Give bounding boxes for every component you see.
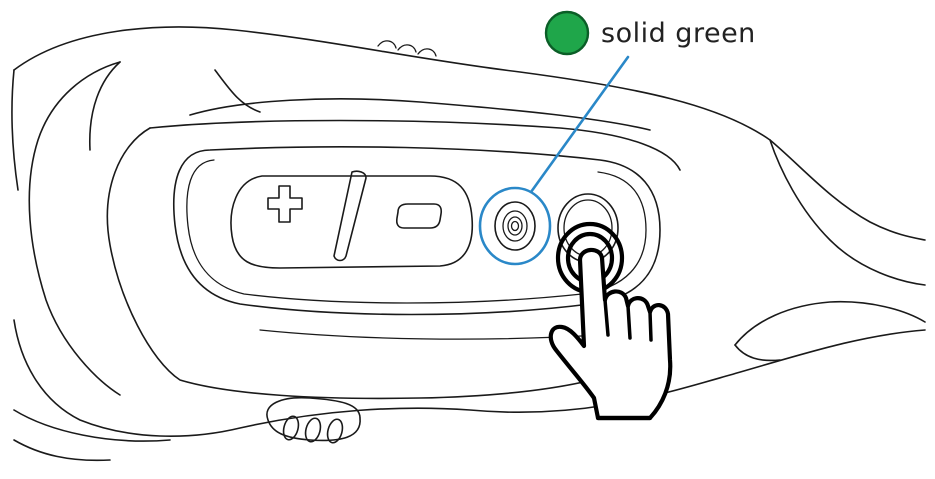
callout-ring bbox=[478, 186, 552, 266]
plus-icon[interactable] bbox=[267, 185, 303, 223]
green-indicator-dot bbox=[544, 10, 590, 56]
callout-label: solid green bbox=[601, 18, 756, 49]
divider-line bbox=[333, 170, 367, 262]
callout-line bbox=[529, 55, 630, 194]
side-grip bbox=[266, 396, 361, 444]
callout-leader bbox=[478, 55, 630, 266]
led-indicator-icon bbox=[494, 201, 536, 251]
pointing-hand-icon bbox=[548, 221, 673, 421]
minus-icon[interactable] bbox=[395, 203, 443, 229]
volume-rocker[interactable] bbox=[230, 170, 474, 269]
top-vents bbox=[377, 40, 437, 57]
callout-label-group: solid green bbox=[544, 10, 756, 56]
device-body bbox=[11, 26, 926, 462]
